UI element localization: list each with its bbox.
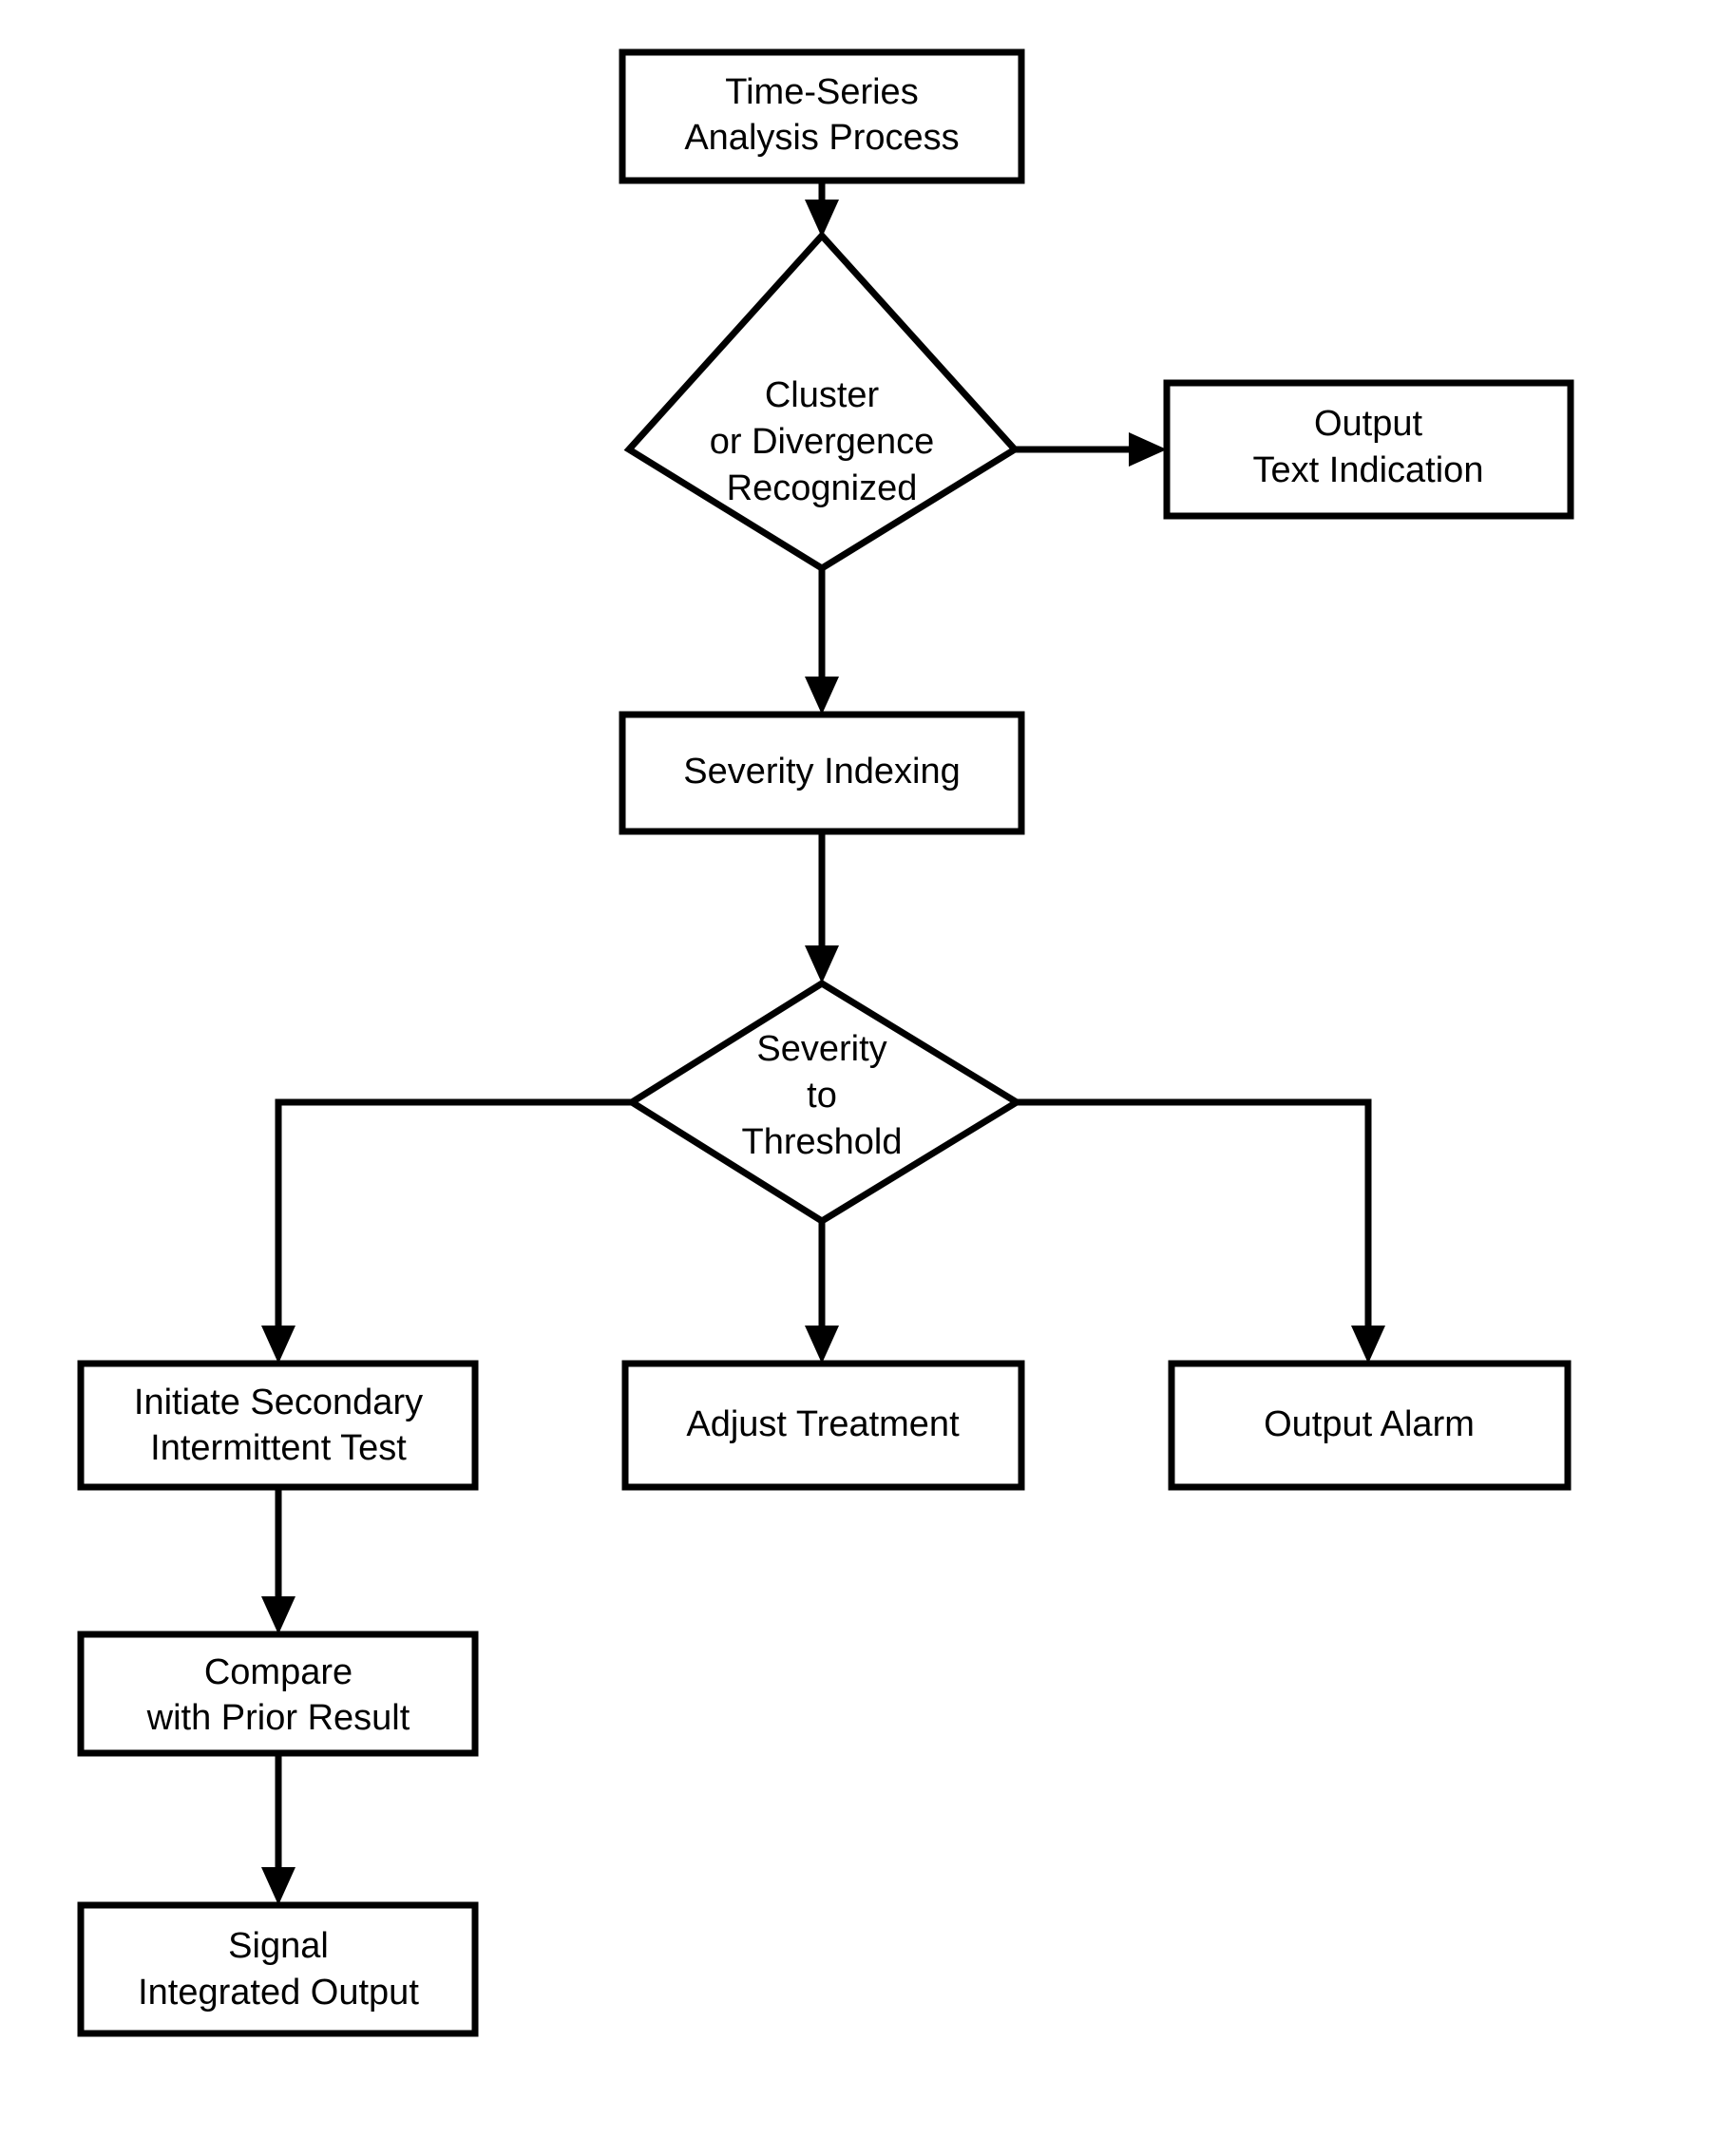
node-label-line3: Recognized [727,468,918,508]
edge-process-to-cluster [805,181,839,238]
node-cluster-or-divergence-recognized[interactable]: Cluster or Divergence Recognized [623,230,1020,573]
node-label-line1: Output [1314,404,1423,444]
node-time-series-analysis-process[interactable]: Time-Series Analysis Process [619,48,1025,184]
node-signal-integrated-output[interactable]: Signal Integrated Output [77,1901,479,2037]
node-label-line2: Integrated Output [138,1973,419,2013]
node-label-line2: Intermittent Test [150,1428,407,1468]
node-severity-to-threshold[interactable]: Severity to Threshold [625,979,1023,1226]
node-label-line3: Threshold [742,1122,903,1162]
edge-threshold-to-output-alarm [1017,1098,1385,1364]
edge-cluster-to-output-text [1015,432,1167,467]
node-label-line1: Severity Indexing [683,752,961,792]
edge-threshold-to-adjust-treatment [805,1221,839,1364]
node-label-line1: Output Alarm [1264,1404,1475,1444]
edge-severity-indexing-to-threshold [805,831,839,983]
node-label-line1: Severity [756,1029,886,1069]
node-output-alarm[interactable]: Output Alarm [1168,1360,1572,1491]
node-label-line2: Analysis Process [684,118,959,158]
node-initiate-secondary-intermittent-test[interactable]: Initiate Secondary Intermittent Test [77,1360,479,1491]
node-label-line1: Initiate Secondary [134,1383,423,1422]
edge-cluster-to-severity-indexing [805,568,839,715]
node-label-line2: Text Indication [1253,450,1484,490]
node-adjust-treatment[interactable]: Adjust Treatment [621,1360,1025,1491]
node-label-line2: or Divergence [710,422,935,462]
node-compare-with-prior-result[interactable]: Compare with Prior Result [77,1631,479,1757]
edge-compare-to-signal-output [261,1753,295,1905]
node-label-line2: to [807,1076,837,1116]
node-label-line1: Time-Series [725,72,918,112]
node-output-text-indication[interactable]: Output Text Indication [1163,379,1574,520]
node-label-line1: Cluster [765,375,880,415]
node-label-line1: Compare [204,1652,353,1692]
node-label-line1: Adjust Treatment [686,1404,960,1444]
node-severity-indexing[interactable]: Severity Indexing [619,711,1025,835]
node-label-line1: Signal [228,1926,329,1966]
edge-initiate-test-to-compare [261,1487,295,1634]
edge-threshold-to-initiate-test [261,1098,632,1364]
node-label-line2: with Prior Result [146,1698,410,1738]
